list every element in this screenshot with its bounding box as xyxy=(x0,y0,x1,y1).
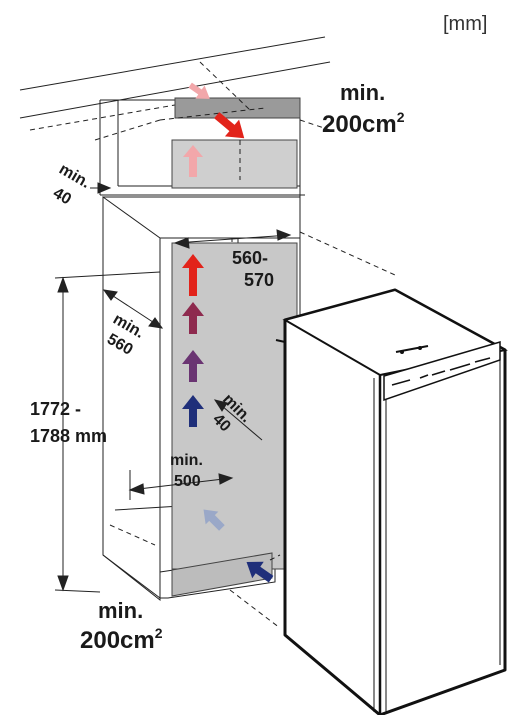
arrow-diagonal-icon xyxy=(203,509,225,531)
width-min-label: min. xyxy=(170,452,203,469)
arrow-diagonal-icon xyxy=(188,82,210,99)
arrow-up-icon xyxy=(182,254,204,296)
top-gap-value-label: 40 xyxy=(50,185,74,209)
top-gap-dimension xyxy=(90,182,112,194)
bottom-vent-area-label: 200cm2 xyxy=(80,625,163,654)
top-vent-grille xyxy=(174,97,301,119)
top-vent-min-label: min. xyxy=(340,80,385,105)
width-dimension xyxy=(128,473,234,495)
construction-lines xyxy=(94,61,396,629)
height-dimension xyxy=(54,271,161,593)
unit-label: [mm] xyxy=(443,13,487,35)
arrow-up-icon xyxy=(182,350,204,382)
arrow-up-icon xyxy=(182,302,204,334)
depth-range-label-b: 570 xyxy=(244,270,274,290)
rear-gap-dimension xyxy=(213,399,263,441)
depth-dimension xyxy=(102,289,164,329)
fridge-appliance xyxy=(275,288,508,715)
airflow-arrows xyxy=(182,82,274,583)
bottom-vent-min-label: min. xyxy=(98,598,143,623)
bottom-vent-grille xyxy=(171,552,273,597)
arrow-up-icon xyxy=(183,145,203,177)
height-label-b: 1788 mm xyxy=(30,426,107,446)
control-panel xyxy=(383,340,501,402)
top-vent-area-label: 200cm2 xyxy=(322,109,405,138)
height-label-a: 1772 - xyxy=(30,399,81,419)
depth-range-label-a: 560- xyxy=(232,248,268,268)
depth-range-dimension xyxy=(173,229,292,249)
arrow-diagonal-icon xyxy=(214,112,245,139)
arrow-up-icon xyxy=(182,395,204,427)
wall-lines xyxy=(19,36,331,131)
arrow-diagonal-icon xyxy=(246,561,274,583)
width-value-label: 500 xyxy=(174,473,201,490)
